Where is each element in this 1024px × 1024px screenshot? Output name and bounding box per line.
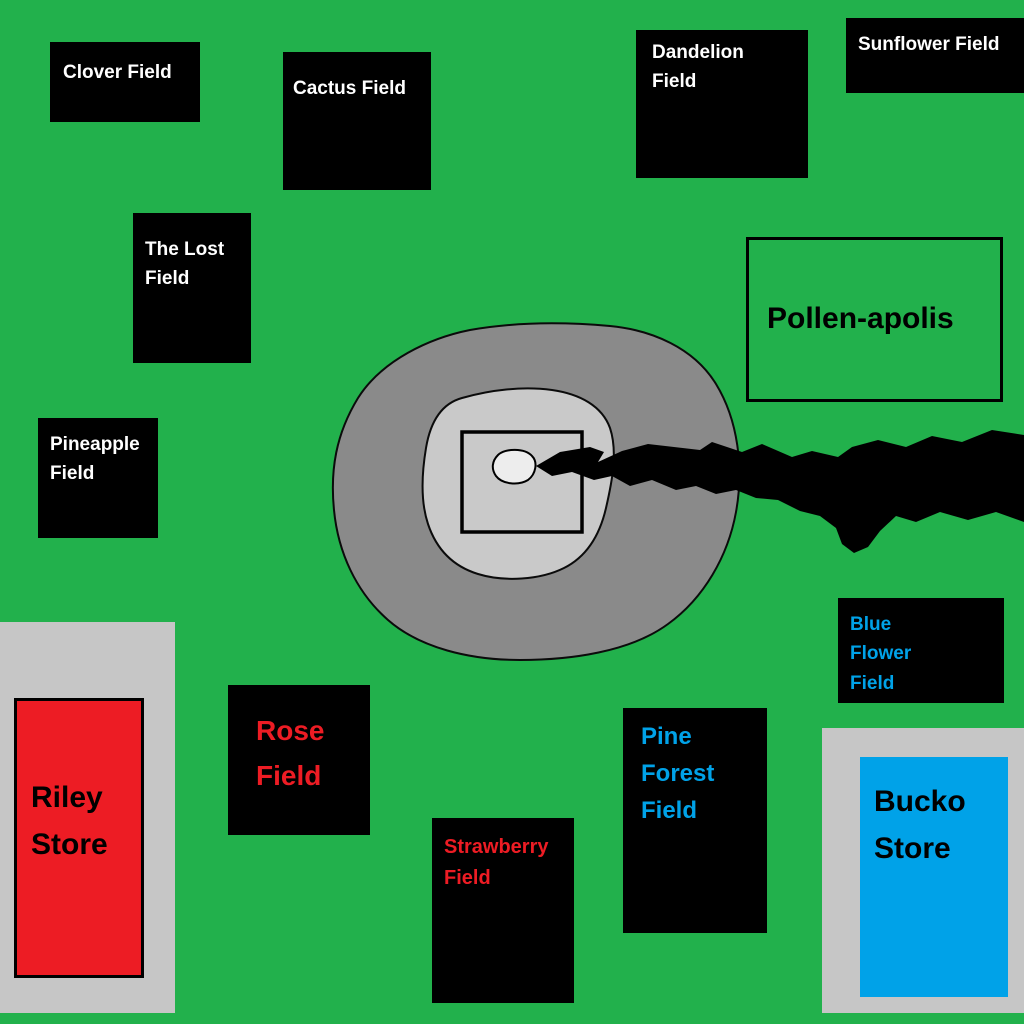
the-lost-field-label: The Lost Field bbox=[145, 239, 225, 290]
pineapple-field-label: Pineapple Field bbox=[50, 434, 140, 485]
river-path bbox=[536, 430, 1024, 553]
dandelion-field-box: Dandelion Field bbox=[636, 30, 808, 178]
cactus-field-label: Cactus Field bbox=[293, 78, 406, 99]
bucko-store-box: Bucko Store bbox=[860, 757, 1008, 997]
clover-field-box: Clover Field bbox=[50, 42, 200, 122]
blue-flower-field-label: Blue Flower Field bbox=[850, 614, 912, 694]
cactus-field-box: Cactus Field bbox=[283, 52, 431, 190]
sunflower-field-label: Sunflower Field bbox=[858, 34, 1000, 55]
sunflower-field-box: Sunflower Field bbox=[846, 18, 1024, 93]
the-lost-field-box: The Lost Field bbox=[133, 213, 251, 363]
riley-store-label: Riley Store bbox=[31, 781, 108, 861]
strawberry-field-label: Strawberry Field bbox=[444, 836, 549, 889]
pine-forest-field-label: Pine Forest Field bbox=[641, 723, 715, 825]
pine-forest-field-box: Pine Forest Field bbox=[623, 708, 767, 933]
dandelion-field-label: Dandelion Field bbox=[652, 42, 744, 93]
mountain-area bbox=[331, 322, 741, 662]
rose-field-label: Rose Field bbox=[256, 715, 325, 791]
clover-field-label: Clover Field bbox=[63, 62, 172, 83]
cave-outline bbox=[460, 430, 584, 534]
mountain-upper-level bbox=[421, 387, 615, 580]
pollen-apolis-label: Pollen-apolis bbox=[767, 302, 954, 335]
strawberry-field-box: Strawberry Field bbox=[432, 818, 574, 1003]
blue-flower-field-box: Blue Flower Field bbox=[838, 598, 1004, 703]
bucko-store-label: Bucko Store bbox=[874, 785, 966, 865]
pineapple-field-box: Pineapple Field bbox=[38, 418, 158, 538]
spawn-pond bbox=[491, 448, 537, 485]
pollen-apolis-outline: Pollen-apolis bbox=[746, 237, 1003, 402]
rose-field-box: Rose Field bbox=[228, 685, 370, 835]
riley-store-box: Riley Store bbox=[14, 698, 144, 978]
